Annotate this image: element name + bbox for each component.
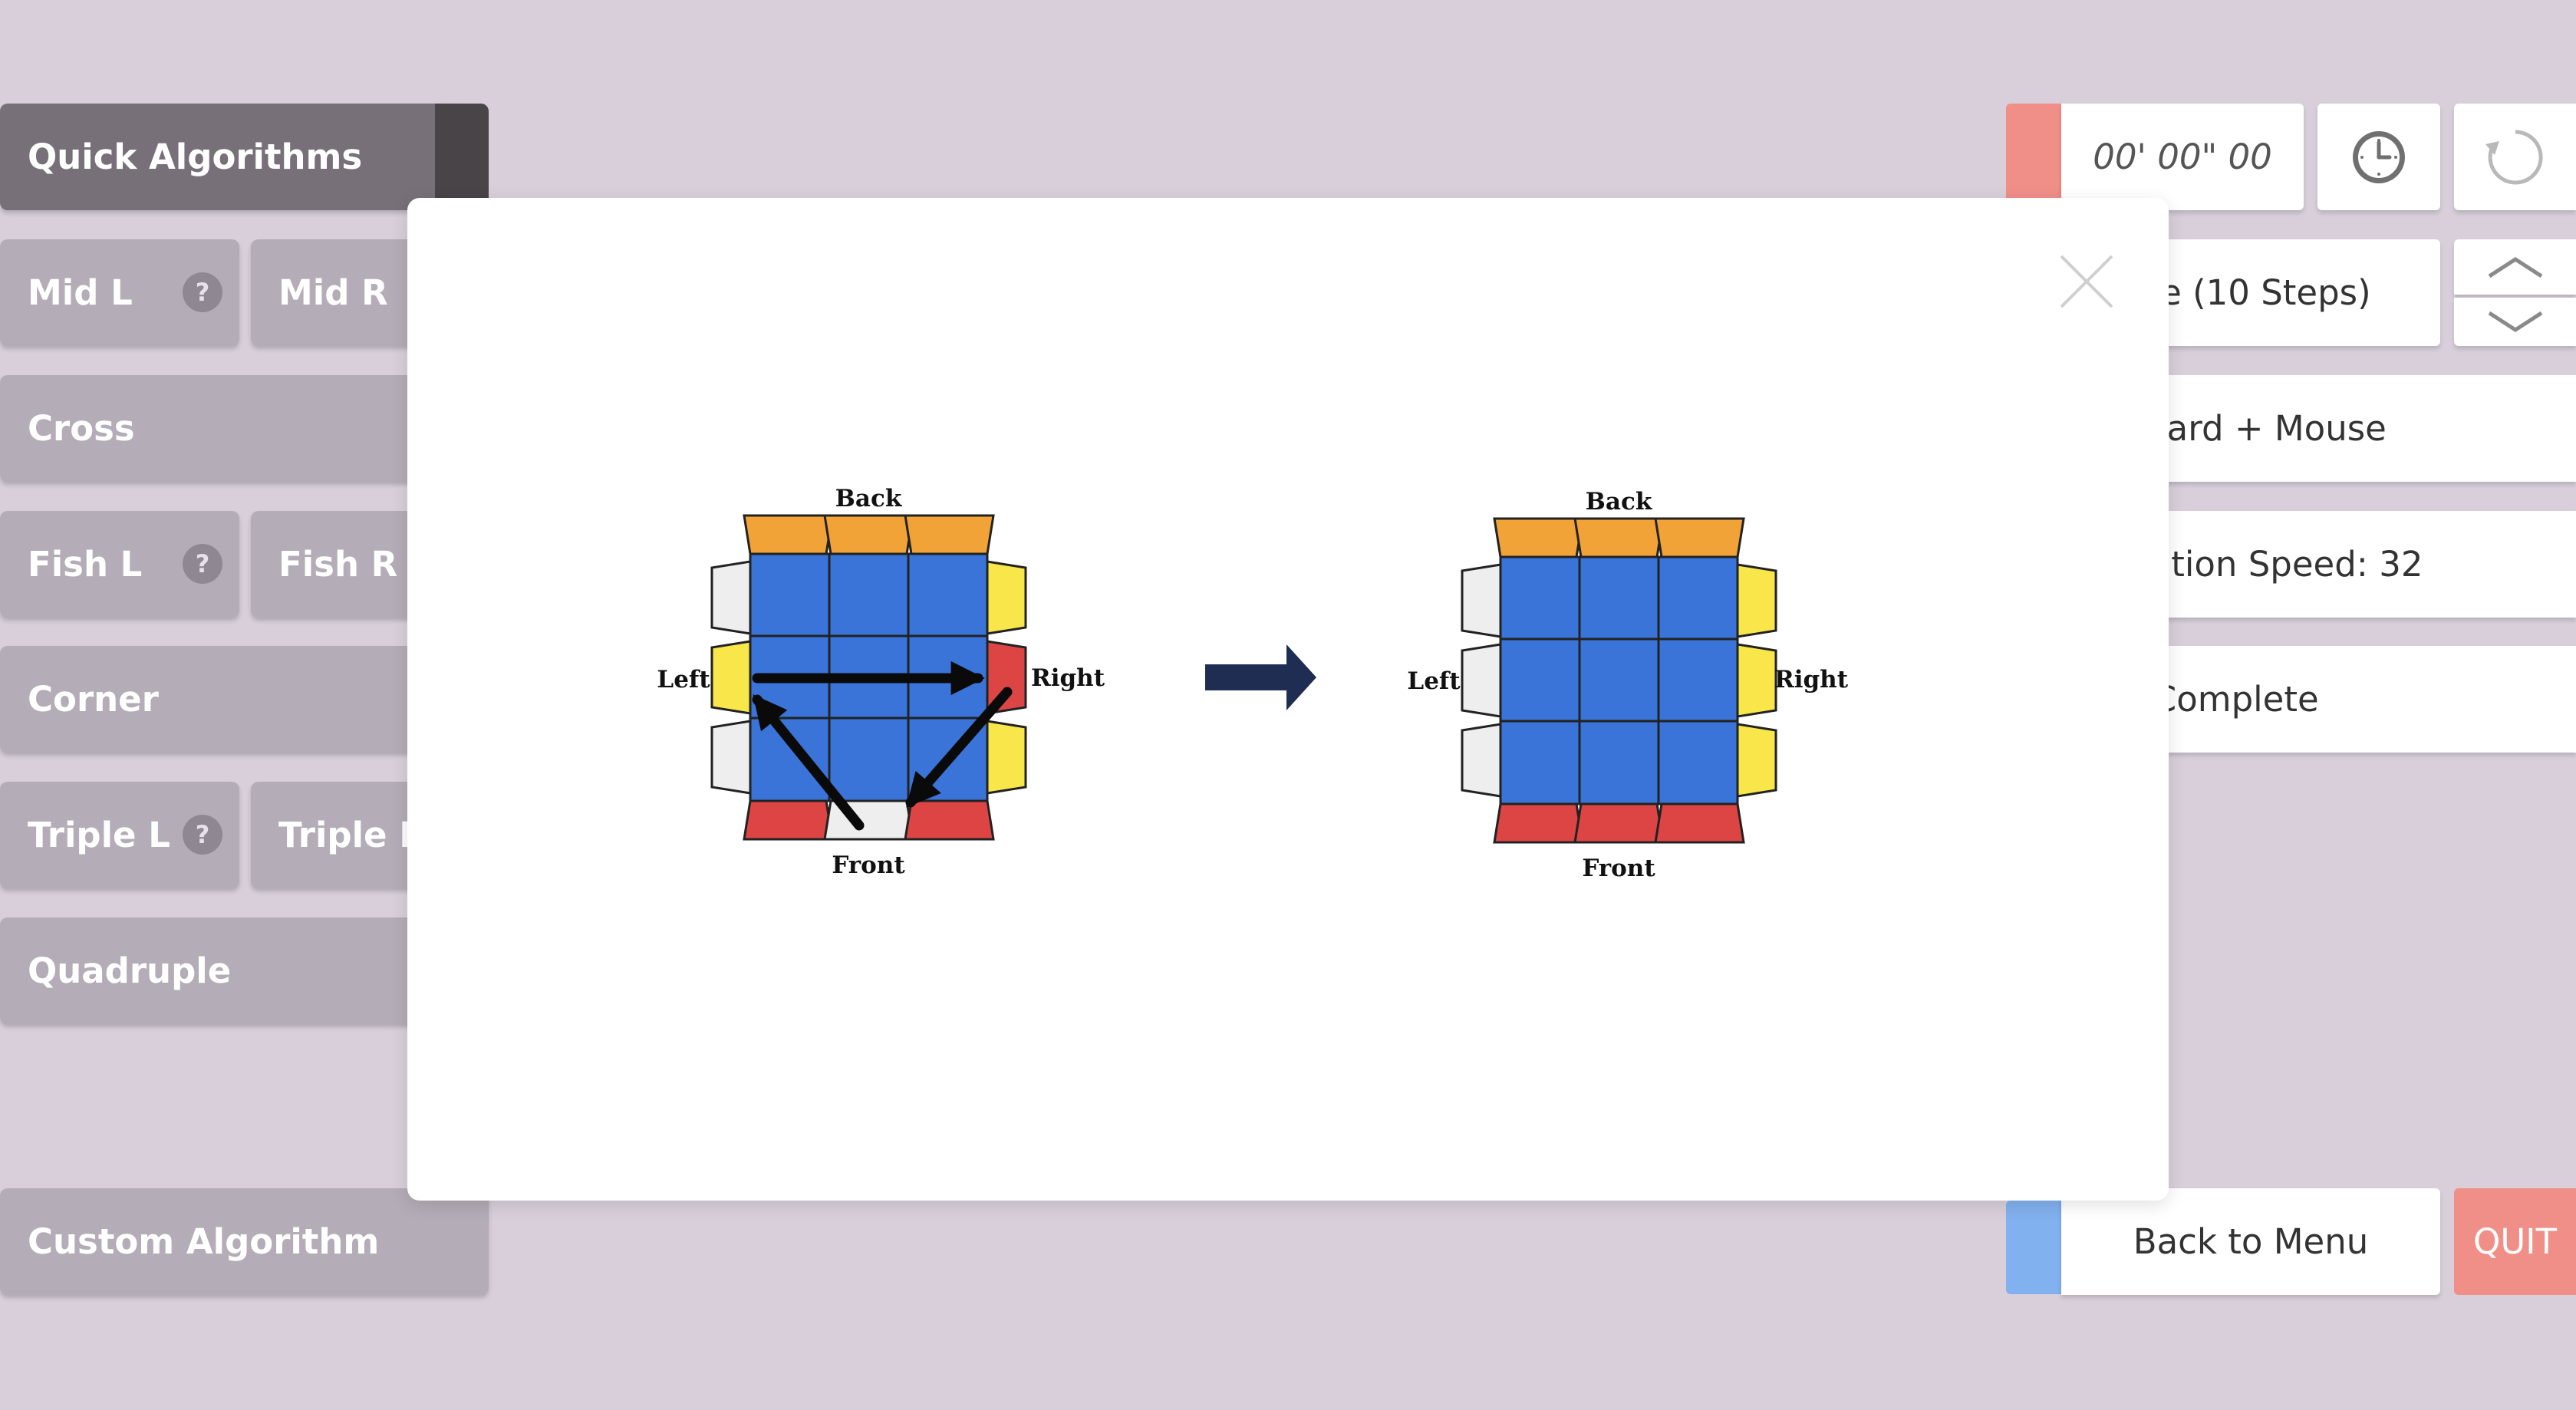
mid-r-label: Mid R	[278, 272, 388, 313]
triple-r-label: Triple R	[278, 815, 426, 855]
triple-l-help-icon[interactable]: ?	[183, 815, 222, 855]
before-front-label: Front	[832, 852, 905, 879]
transition-arrow	[1205, 644, 1316, 710]
algorithm-help-modal: Back Front Left Right Back Front	[407, 198, 2169, 1201]
corner-label: Corner	[28, 679, 159, 720]
after-right-label: Right	[1774, 666, 1849, 693]
before-back-label: Back	[835, 485, 903, 512]
speed-down-button[interactable]	[2454, 298, 2576, 346]
custom-algorithm-label: Custom Algorithm	[28, 1221, 380, 1262]
arrow-front-to-left	[752, 694, 865, 831]
quick-algorithms-header[interactable]: Quick Algorithms	[0, 104, 460, 210]
arrow-right-to-front	[905, 687, 1013, 808]
quick-algorithms-label: Quick Algorithms	[28, 137, 363, 177]
quit-button[interactable]: QUIT	[2454, 1188, 2576, 1295]
quick-algorithms-toggle[interactable]	[435, 104, 489, 210]
timer-accent	[2006, 104, 2061, 210]
fish-l-help-icon[interactable]: ?	[183, 544, 222, 584]
corner-button[interactable]: Corner	[0, 646, 489, 753]
fish-l-label: Fish L	[28, 544, 143, 585]
cube-after	[1461, 517, 1777, 844]
cycle-arrows	[752, 661, 1013, 831]
reset-button[interactable]	[2454, 104, 2576, 210]
close-icon[interactable]	[2058, 253, 2115, 310]
fish-r-label: Fish R	[278, 544, 398, 585]
fish-l-button[interactable]: Fish L ?	[0, 511, 239, 618]
cross-label: Cross	[28, 408, 135, 449]
before-left-label: Left	[657, 666, 710, 693]
reset-icon	[2485, 129, 2543, 184]
clock-icon	[2353, 130, 2405, 183]
timer-value: 00' 00" 00	[2093, 137, 2272, 177]
after-left-label: Left	[1407, 667, 1461, 695]
speed-up-button[interactable]	[2454, 239, 2576, 295]
quadruple-button[interactable]: Quadruple	[0, 917, 489, 1024]
custom-algorithm-button[interactable]: Custom Algorithm	[0, 1188, 489, 1295]
mid-l-label: Mid L	[28, 272, 133, 313]
triple-l-button[interactable]: Triple L ?	[0, 782, 239, 888]
after-back-label: Back	[1586, 488, 1653, 516]
before-right-label: Right	[1031, 664, 1105, 692]
triple-l-label: Triple L	[28, 815, 170, 855]
back-to-menu-accent	[2006, 1201, 2061, 1294]
algorithm-diagram: Back Front Left Right Back Front	[657, 485, 1849, 882]
mid-l-button[interactable]: Mid L ?	[0, 239, 239, 346]
timer-display: 00' 00" 00	[2061, 104, 2304, 210]
timer-button[interactable]	[2317, 104, 2440, 210]
mid-l-help-icon[interactable]: ?	[183, 272, 222, 312]
quit-label: QUIT	[2472, 1221, 2558, 1262]
quadruple-label: Quadruple	[28, 950, 232, 991]
back-to-menu-label: Back to Menu	[2133, 1221, 2369, 1262]
cross-button[interactable]: Cross	[0, 375, 489, 482]
chevron-up-icon	[2488, 257, 2542, 278]
after-front-label: Front	[1582, 855, 1655, 882]
back-to-menu-button[interactable]: Back to Menu	[2061, 1188, 2440, 1295]
chevron-down-icon	[2488, 311, 2542, 332]
